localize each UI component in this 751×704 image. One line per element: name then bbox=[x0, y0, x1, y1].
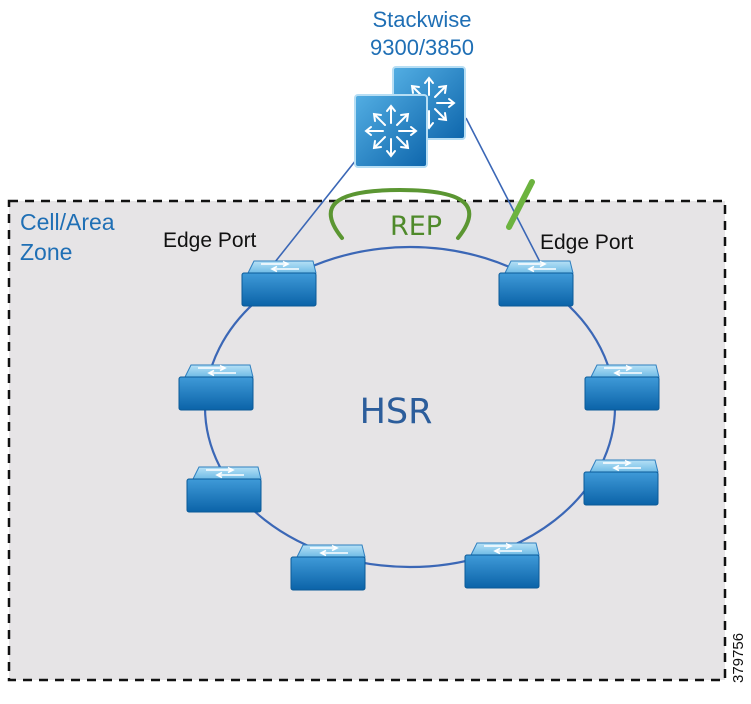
edge-switch-left-icon bbox=[241, 260, 317, 307]
zone-label-line1: Cell/Area bbox=[20, 209, 115, 235]
stackwise-switch-icon-front bbox=[354, 94, 428, 168]
ring-switch-icon bbox=[584, 364, 660, 411]
rep-label: REP bbox=[390, 211, 442, 242]
left-edge-port-label: Edge Port bbox=[163, 229, 257, 252]
rep-segment-arc bbox=[328, 187, 472, 240]
ring-switch-icon bbox=[464, 542, 540, 589]
hsr-label: HSR bbox=[360, 392, 433, 432]
right-edge-port-label: Edge Port bbox=[540, 231, 634, 254]
edge-switch-right-icon bbox=[498, 260, 574, 307]
figure-number: 379756 bbox=[730, 633, 747, 683]
blocked-port-marker bbox=[506, 179, 535, 230]
ring-switch-icon bbox=[178, 364, 254, 411]
zone-label-line2: Zone bbox=[20, 239, 72, 265]
left-uplink bbox=[274, 154, 361, 263]
ring-switch-icon bbox=[583, 459, 659, 506]
right-uplink bbox=[465, 117, 541, 263]
ring-switch-icon bbox=[186, 466, 262, 513]
cell-area-zone-box bbox=[7, 199, 727, 682]
stackwise-title-line1: Stackwise bbox=[372, 7, 471, 32]
ring-switch-icon bbox=[290, 544, 366, 591]
stackwise-title-line2: 9300/3850 bbox=[370, 35, 474, 60]
